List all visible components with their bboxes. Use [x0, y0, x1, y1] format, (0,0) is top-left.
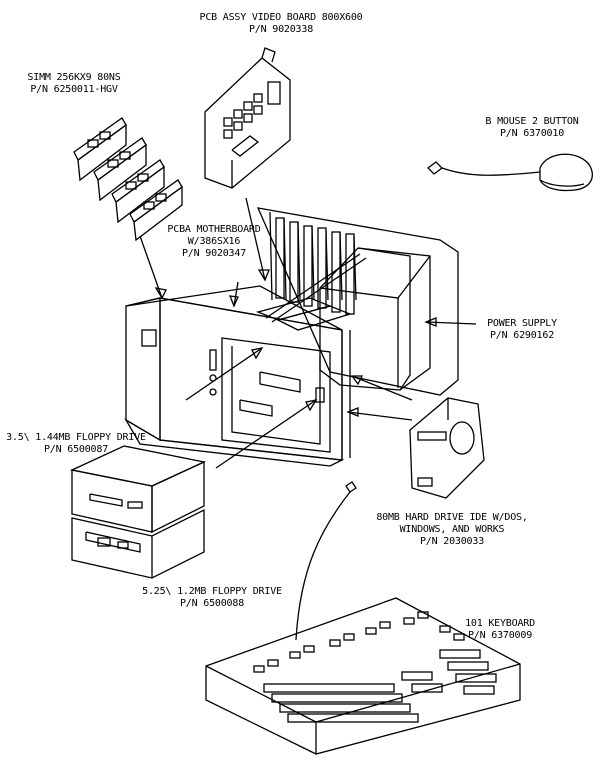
hard-drive	[409, 397, 485, 499]
hard-drive-part-number: P/N 2030033	[419, 536, 485, 547]
floppy-525-label: 5.25\ 1.2MB FLOPPY DRIVE P/N 6500088	[142, 586, 282, 610]
keyboard-name: 101 KEYBOARD	[465, 618, 535, 629]
keyboard	[205, 481, 521, 755]
keyboard-label: 101 KEYBOARD P/N 6370009	[462, 618, 538, 642]
motherboard-label: PCBA MOTHERBOARD W/386SX16 P/N 9020347	[160, 224, 268, 260]
floppy-drive-525	[71, 508, 205, 579]
floppy-35-label: 3.5\ 1.44MB FLOPPY DRIVE P/N 6500087	[6, 432, 146, 456]
simm-part-number: P/N 6250011-HGV	[30, 84, 118, 95]
simm-label: SIMM 256KX9 80NS P/N 6250011-HGV	[22, 72, 126, 96]
power-supply-name: POWER SUPPLY	[487, 318, 557, 329]
video-board-name: PCB ASSY VIDEO BOARD 800X600	[199, 12, 363, 23]
mouse	[427, 153, 593, 192]
power-supply	[319, 247, 431, 391]
motherboard-cpu: W/386SX16	[187, 236, 241, 247]
motherboard-part-number: P/N 9020347	[181, 248, 247, 259]
mouse-name: B MOUSE 2 BUTTON	[485, 116, 579, 127]
video-board-part-number: P/N 9020338	[248, 24, 314, 35]
mouse-part-number: P/N 6370010	[499, 128, 565, 139]
keyboard-part-number: P/N 6370009	[467, 630, 533, 641]
power-supply-part-number: P/N 6290162	[489, 330, 555, 341]
simm-modules	[73, 117, 183, 242]
floppy-drive-35	[69, 445, 207, 534]
mouse-label: B MOUSE 2 BUTTON P/N 6370010	[480, 116, 584, 140]
power-supply-label: POWER SUPPLY P/N 6290162	[480, 318, 564, 342]
computer-chassis	[124, 207, 459, 467]
simm-name: SIMM 256KX9 80NS	[27, 72, 121, 83]
hard-drive-label: 80MB HARD DRIVE IDE W/DOS, WINDOWS, AND …	[372, 512, 532, 548]
floppy-35-part-number: P/N 6500087	[43, 444, 109, 455]
motherboard-name: PCBA MOTHERBOARD	[167, 224, 261, 235]
floppy-525-name: 5.25\ 1.2MB FLOPPY DRIVE	[142, 586, 282, 597]
hard-drive-software: WINDOWS, AND WORKS	[399, 524, 505, 535]
video-board	[204, 47, 291, 189]
hard-drive-name: 80MB HARD DRIVE IDE W/DOS,	[376, 512, 528, 523]
assembly-arrows	[139, 197, 477, 469]
video-board-label: PCB ASSY VIDEO BOARD 800X600 P/N 9020338	[192, 12, 370, 36]
floppy-35-name: 3.5\ 1.44MB FLOPPY DRIVE	[6, 432, 146, 443]
floppy-525-part-number: P/N 6500088	[179, 598, 245, 609]
